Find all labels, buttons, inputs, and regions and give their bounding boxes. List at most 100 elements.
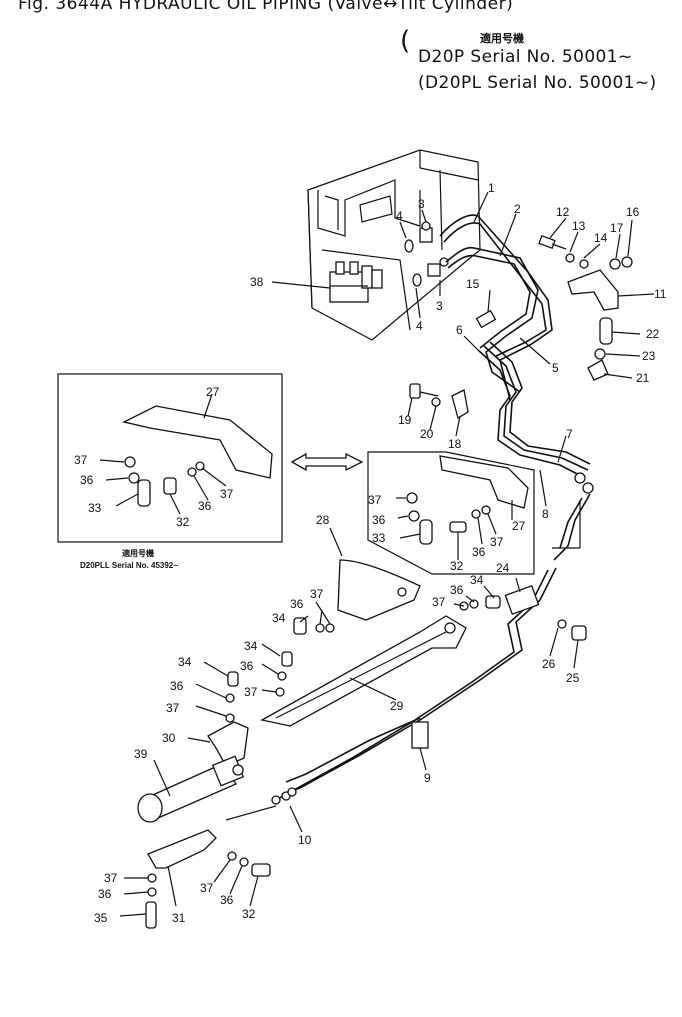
- callout-15: 15: [466, 277, 480, 291]
- washer-37c: [225, 713, 235, 723]
- callout-36-mid: 36: [290, 597, 304, 611]
- callout-28: 28: [316, 513, 330, 527]
- washer-36e: [147, 887, 157, 897]
- inset-bolt-32: [163, 477, 177, 495]
- callout-11: 11: [654, 287, 667, 301]
- center-bolt-32: [449, 521, 467, 533]
- center-bolt-33: [419, 519, 433, 545]
- callout-14: 14: [594, 231, 608, 245]
- pipe-2: [445, 246, 539, 393]
- callout-3-upper: 3: [418, 197, 425, 211]
- callout-2: 2: [514, 202, 521, 216]
- callout-38: 38: [250, 275, 264, 289]
- callout-13: 13: [572, 219, 586, 233]
- callout-10: 10: [298, 833, 312, 847]
- callout-29: 29: [390, 699, 404, 713]
- hose-fittings-7-8: [553, 472, 594, 561]
- bolt-34c: [227, 671, 239, 687]
- hose-fitting-10: [271, 787, 297, 805]
- callout-36-lower: 36: [170, 679, 184, 693]
- callout-36-center-b: 36: [472, 545, 486, 559]
- callout-32-inset: 32: [176, 515, 190, 529]
- callout-12: 12: [556, 205, 570, 219]
- callout-37-inset: 37: [74, 453, 88, 467]
- callout-36-left: 36: [240, 659, 254, 673]
- callout-17: 17: [610, 221, 624, 235]
- callout-37-right: 37: [432, 595, 446, 609]
- bolt-25: [571, 625, 587, 641]
- callout-6: 6: [456, 323, 463, 337]
- arm-29: [260, 615, 467, 727]
- callout-36-bottom: 36: [98, 887, 112, 901]
- callout-21: 21: [636, 371, 650, 385]
- callout-32-center: 32: [450, 559, 464, 573]
- callout-34-right: 34: [470, 573, 484, 587]
- pipe-5-6: [477, 341, 591, 479]
- center-washer-37: [406, 492, 418, 504]
- inset-washer-37: [124, 456, 136, 468]
- washer-37f: [227, 851, 237, 861]
- callout-labels: 1 2 3 3 4 4 5 6 7 8 9 10 11 12 13 14 15 …: [74, 181, 667, 925]
- guard-28: [337, 559, 421, 621]
- callout-33-center: 33: [372, 531, 386, 545]
- valve-spool-assembly: [329, 261, 383, 303]
- clamp-18: [451, 389, 469, 419]
- inset-washer-36b: [187, 467, 197, 477]
- callout-37-bottom-b: 37: [200, 881, 214, 895]
- callout-37-mid: 37: [310, 587, 324, 601]
- control-valve-body: [307, 149, 481, 341]
- callout-26: 26: [542, 657, 556, 671]
- washer-20: [431, 397, 441, 407]
- bracket-open: (: [400, 26, 411, 56]
- callout-16: 16: [626, 205, 640, 219]
- o-ring-lower: [412, 273, 422, 287]
- tilt-cylinder-39: [137, 755, 245, 823]
- callout-7: 7: [566, 427, 573, 441]
- bolt-34d: [485, 595, 501, 609]
- bolt-35: [145, 901, 157, 929]
- center-bracket-27: [439, 455, 529, 509]
- callout-37-lower: 37: [166, 701, 180, 715]
- clamp-21: [587, 359, 609, 381]
- washer-23: [594, 348, 606, 360]
- callout-34-mid: 34: [272, 611, 286, 625]
- applicable-models-label: 適用号機: [480, 32, 524, 45]
- bolt-12: [538, 235, 567, 250]
- leader-lines: [99, 191, 655, 917]
- callout-23: 23: [642, 349, 656, 363]
- inset-bracket-27: [122, 405, 273, 479]
- callout-9: 9: [424, 771, 431, 785]
- clip-9: [411, 721, 429, 749]
- detail-double-arrow: [290, 452, 364, 472]
- washer-37a: [325, 623, 335, 633]
- callout-37-inset-b: 37: [220, 487, 234, 501]
- bracket-11: [567, 269, 619, 311]
- callout-36-right: 36: [450, 583, 464, 597]
- serial-range-d20p: D20P Serial No. 50001~: [418, 47, 633, 67]
- callout-5: 5: [552, 361, 559, 375]
- callout-36-bottom-b: 36: [220, 893, 234, 907]
- callout-37-left: 37: [244, 685, 258, 699]
- callout-36-inset-b: 36: [198, 499, 212, 513]
- callout-31: 31: [172, 911, 186, 925]
- washer-14: [579, 259, 589, 269]
- callout-3-lower: 3: [436, 299, 443, 313]
- washer-26: [557, 619, 567, 629]
- inset-applicable-label: 適用号機: [122, 548, 154, 558]
- inset-serial-range: D20PLL Serial No. 45392~: [80, 561, 178, 570]
- callout-39: 39: [134, 747, 148, 761]
- bracket-24: [504, 584, 540, 616]
- bolt-34b: [281, 651, 293, 667]
- nut-16: [621, 256, 633, 268]
- inset-bolt-33: [137, 479, 151, 507]
- bracket-30: [207, 721, 249, 767]
- callout-35: 35: [94, 911, 108, 925]
- callout-24: 24: [496, 561, 510, 575]
- washer-17: [609, 258, 621, 270]
- callout-22: 22: [646, 327, 660, 341]
- callout-18: 18: [448, 437, 462, 451]
- pipe-1: [439, 214, 553, 401]
- cylinder-leader: [225, 805, 277, 821]
- washer-36d: [469, 599, 479, 609]
- callout-34-lower: 34: [178, 655, 192, 669]
